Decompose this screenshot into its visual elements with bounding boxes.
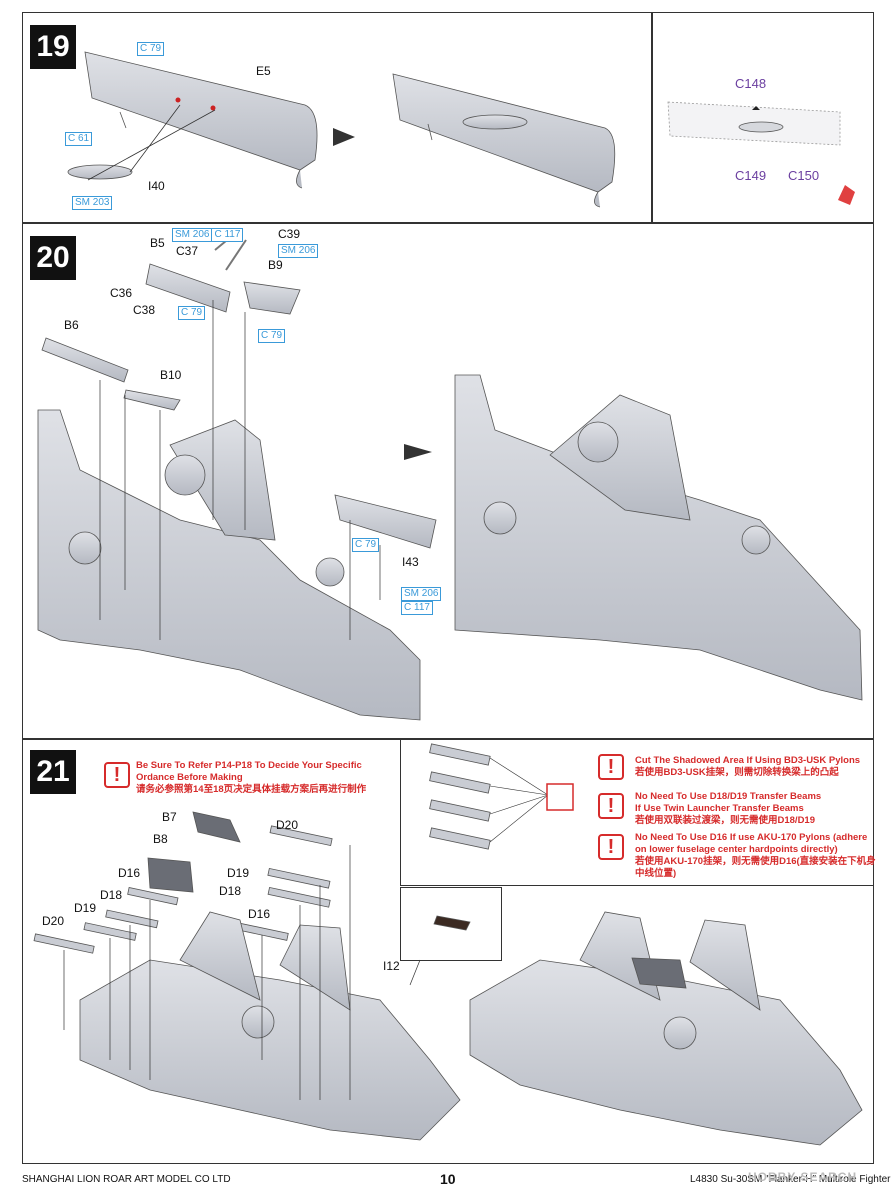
- detail-note-3: No Need To Use D16 If use AKU-170 Pylons…: [635, 832, 876, 880]
- part-label-i12: I12: [383, 959, 400, 973]
- part-label-d16: D16: [248, 907, 271, 921]
- step-19-inset-panel: [651, 12, 874, 224]
- part-label-d18: D18: [100, 888, 123, 902]
- part-label-c39: C39: [278, 227, 301, 241]
- paint-callout-sm206: SM 206: [278, 244, 319, 258]
- part-label-b5: B5: [150, 236, 165, 250]
- paint-code: C 61: [68, 133, 90, 144]
- part-label-i43: I43: [402, 555, 419, 569]
- step-21-drawing: [33, 743, 863, 1146]
- step-20-panel: [22, 222, 874, 740]
- part-label-e5: E5: [256, 64, 271, 78]
- part-label-d20: D20: [42, 914, 65, 928]
- paint-callout-c79-b5: C 79: [178, 306, 206, 320]
- paint-callout-c79-b9: C 79: [258, 329, 286, 343]
- inset-label-c149: C149: [735, 168, 767, 183]
- note-english-line-1: No Need To Use D18/D19 Transfer Beams: [635, 791, 822, 802]
- paint-callout-c61: C 61: [65, 132, 93, 146]
- inset-label-c148: C148: [735, 76, 767, 91]
- paint-code: SM 203: [75, 197, 110, 208]
- part-label-b7: B7: [162, 810, 177, 824]
- paint-callout-c79: C 79: [137, 42, 165, 56]
- paint-code: SM 206: [281, 245, 316, 256]
- paint-code: C 117: [211, 229, 242, 241]
- watermark: HOBBY SEARCH: [748, 1170, 858, 1184]
- part-label-d20: D20: [276, 818, 299, 832]
- part-label-c38: C38: [133, 303, 156, 317]
- paint-code: C 79: [261, 330, 283, 341]
- step-21-detail-panel: [400, 738, 874, 886]
- warning-icon: !: [598, 834, 624, 860]
- paint-code: C 79: [140, 43, 162, 54]
- note-chinese: 若使用BD3-USK挂架，则需切除转换梁上的凸起: [635, 767, 839, 778]
- paint-code: SM 206: [404, 588, 439, 599]
- note-english-line-2: Ordance Before Making: [136, 772, 243, 783]
- paint-callout-sm206-i43: SM 206: [401, 587, 442, 601]
- warning-icon: !: [598, 754, 624, 780]
- paint-code: SM 206: [175, 229, 210, 240]
- page-number: 10: [440, 1171, 456, 1187]
- step-19-panel: [22, 12, 653, 224]
- note-chinese-line-2: 中线位置): [635, 868, 677, 879]
- step-21-zoom-inset: [400, 887, 502, 961]
- step-20-number: 20: [30, 236, 76, 280]
- step-19-drawing: [67, 51, 855, 208]
- note-chinese: 请务必参照第14至18页决定具体挂载方案后再进行制作: [136, 784, 367, 795]
- inset-label-c150: C150: [788, 168, 820, 183]
- part-label-d19: D19: [74, 901, 97, 915]
- part-label-d16: D16: [118, 866, 141, 880]
- part-label-i40: I40: [148, 179, 165, 193]
- note-english-line-1: No Need To Use D16 If use AKU-170 Pylons…: [635, 832, 868, 843]
- note-english-line-2: on lower fuselage center hardpoints dire…: [635, 844, 838, 855]
- part-label-b8: B8: [153, 832, 168, 846]
- detail-note-1: Cut The Shadowed Area If Using BD3-USK P…: [635, 755, 860, 779]
- note-english-line-2: If Use Twin Launcher Transfer Beams: [635, 803, 804, 814]
- kit-title: L4830 Su-30SM "Flanker-H" Multirole Figh…: [690, 1174, 891, 1185]
- step-21-number: 21: [30, 750, 76, 794]
- step-21-ordnance-note: Be Sure To Refer P14-P18 To Decide Your …: [136, 760, 366, 796]
- part-label-b9: B9: [268, 258, 283, 272]
- warning-icon: !: [104, 762, 130, 788]
- detail-note-2: No Need To Use D18/D19 Transfer Beams If…: [635, 791, 821, 827]
- part-label-c37: C37: [176, 244, 199, 258]
- step-20-drawing: [37, 235, 863, 721]
- company-name: SHANGHAI LION ROAR ART MODEL CO LTD: [22, 1174, 231, 1185]
- warning-icon: !: [598, 793, 624, 819]
- paint-code: C 79: [355, 539, 377, 550]
- part-label-b10: B10: [160, 368, 182, 382]
- note-chinese: 若使用AKU-170挂架，则无需使用D16(直接安装在下机身: [635, 856, 876, 867]
- part-label-b6: B6: [64, 318, 79, 332]
- note-english-line-1: Cut The Shadowed Area If Using BD3-USK P…: [635, 755, 861, 766]
- step-19-number: 19: [30, 25, 76, 69]
- paint-code: C 79: [181, 307, 203, 318]
- paint-code: C 117: [404, 602, 430, 613]
- note-english-line-1: Be Sure To Refer P14-P18 To Decide Your …: [136, 760, 362, 771]
- part-label-c36: C36: [110, 286, 133, 300]
- note-chinese: 若使用双联装过渡梁，则无需使用D18/D19: [635, 815, 815, 826]
- paint-callout-c79-i43: C 79: [352, 538, 380, 552]
- paint-callout-c117-i43: C 117: [401, 601, 433, 615]
- part-label-d19: D19: [227, 866, 250, 880]
- part-label-d18: D18: [219, 884, 242, 898]
- paint-callout-sm203: SM 203: [72, 196, 113, 210]
